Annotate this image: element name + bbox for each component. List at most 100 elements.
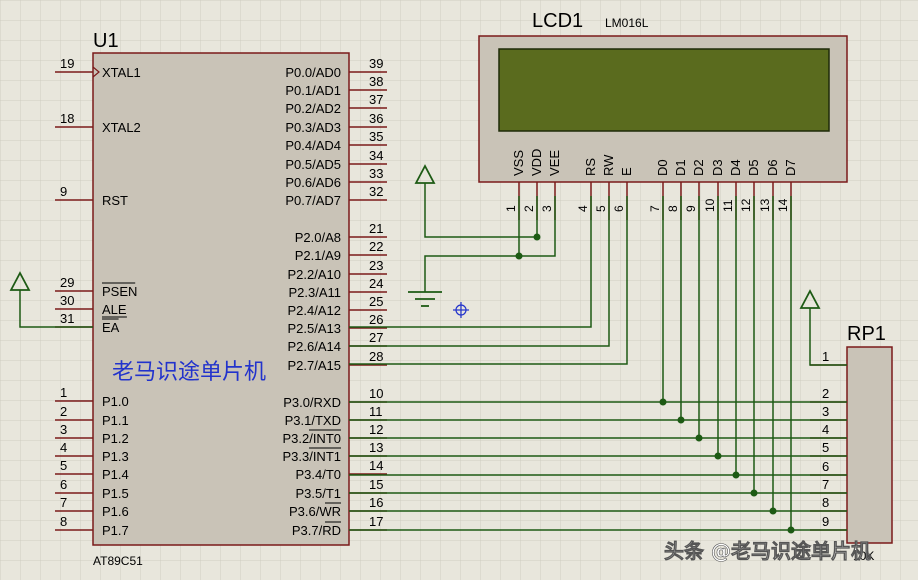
- u1-pin-7[interactable]: 7P1.6: [55, 495, 129, 519]
- pin-number: 24: [369, 276, 383, 291]
- u1-pin-6[interactable]: 6P1.5: [55, 477, 129, 501]
- rp1-body[interactable]: [846, 346, 893, 544]
- pin-name: P2.3/A11: [288, 285, 341, 300]
- pin-number: 8: [666, 205, 680, 212]
- pin-number: 31: [60, 311, 74, 326]
- pin-name: P0.3/AD3: [285, 120, 341, 135]
- pin-number: 34: [369, 148, 383, 163]
- rp1-reference: RP1: [847, 323, 886, 345]
- ea-pull-up-wire: [19, 290, 93, 328]
- pin-number: 13: [369, 440, 383, 455]
- pin-name: D5: [746, 159, 761, 176]
- pin-name: P2.0/A8: [295, 230, 341, 245]
- junction-dot: [750, 489, 758, 497]
- pin-name: PSEN: [102, 284, 137, 299]
- pin-number: 16: [369, 495, 383, 510]
- pin-name: P0.5/AD5: [285, 157, 341, 172]
- pin-number: 14: [776, 198, 790, 212]
- pin-number: 35: [369, 129, 383, 144]
- pin-number: 9: [684, 205, 698, 212]
- pin-name: P2.2/A10: [288, 267, 342, 282]
- pin-number: 9: [822, 514, 829, 529]
- pin-number: 26: [369, 312, 383, 327]
- pin-number: 5: [822, 440, 829, 455]
- pin-number: 7: [648, 205, 662, 212]
- lcd-reference: LCD1: [532, 10, 583, 32]
- pin-name: RST: [102, 193, 128, 208]
- u1-part-number: AT89C51: [93, 554, 143, 568]
- u1-pin-4[interactable]: 4P1.3: [55, 440, 129, 464]
- pin-number: 36: [369, 111, 383, 126]
- ground-icon[interactable]: [408, 291, 442, 307]
- u1-right-pins: 39P0.0/AD038P0.1/AD137P0.2/AD236P0.3/AD3…: [282, 56, 387, 538]
- pin-number: 8: [60, 514, 67, 529]
- pin-number: 29: [60, 275, 74, 290]
- power-arrow-icon[interactable]: [9, 271, 31, 291]
- pin-name: P0.7/AD7: [285, 193, 341, 208]
- pin-name: P1.6: [102, 504, 129, 519]
- pin-name: P3.4/T0: [295, 467, 341, 482]
- power-arrow-icon[interactable]: [414, 164, 436, 184]
- pin-name: D3: [710, 159, 725, 176]
- u1-pin-2[interactable]: 2P1.1: [55, 404, 129, 428]
- pin-number: 39: [369, 56, 383, 71]
- lcd1-display[interactable]: LCD1 LM016L VSS1VDD2VEE3RS4RW5E6D07D18D2…: [478, 10, 848, 220]
- pin-name: VSS: [511, 150, 526, 176]
- rs-wire: [349, 196, 592, 328]
- junction-dot: [695, 434, 703, 442]
- u1-body[interactable]: [92, 52, 350, 546]
- u1-pin-3[interactable]: 3P1.2: [55, 422, 129, 446]
- pin-name: XTAL1: [102, 65, 141, 80]
- u1-chip[interactable]: U1 AT89C51 19XTAL118XTAL29RST29PSEN30ALE…: [55, 30, 387, 568]
- e-wire: [349, 196, 628, 365]
- pin-name: ALE: [102, 302, 127, 317]
- pin-number: 6: [612, 205, 626, 212]
- power-arrow-icon[interactable]: [799, 289, 821, 309]
- pin-name: P0.4/AD4: [285, 138, 341, 153]
- pin-name: P1.7: [102, 523, 129, 538]
- u1-pin-5[interactable]: 5P1.4: [55, 458, 129, 482]
- pin-name: P3.7/RD: [292, 523, 341, 538]
- pin-number: 27: [369, 330, 383, 345]
- pin-name: P1.3: [102, 449, 129, 464]
- rw-wire: [349, 196, 610, 347]
- pin-name: P2.7/A15: [288, 358, 342, 373]
- u1-pin-8[interactable]: 8P1.7: [55, 514, 129, 538]
- pin-number: 11: [369, 404, 383, 419]
- pin-number: 3: [60, 422, 67, 437]
- pin-name: P3.3/INT1: [282, 449, 341, 464]
- junction-dot: [769, 507, 777, 515]
- rp1-value: 10K: [853, 549, 874, 563]
- pin-number: 21: [369, 221, 383, 236]
- junction-dot: [677, 416, 685, 424]
- junction-dot: [515, 252, 523, 260]
- pin-number: 1: [504, 205, 518, 212]
- pin-number: 18: [60, 111, 74, 126]
- u1-pin-1[interactable]: 1P1.0: [55, 385, 129, 409]
- pin-name: P2.5/A13: [288, 321, 342, 336]
